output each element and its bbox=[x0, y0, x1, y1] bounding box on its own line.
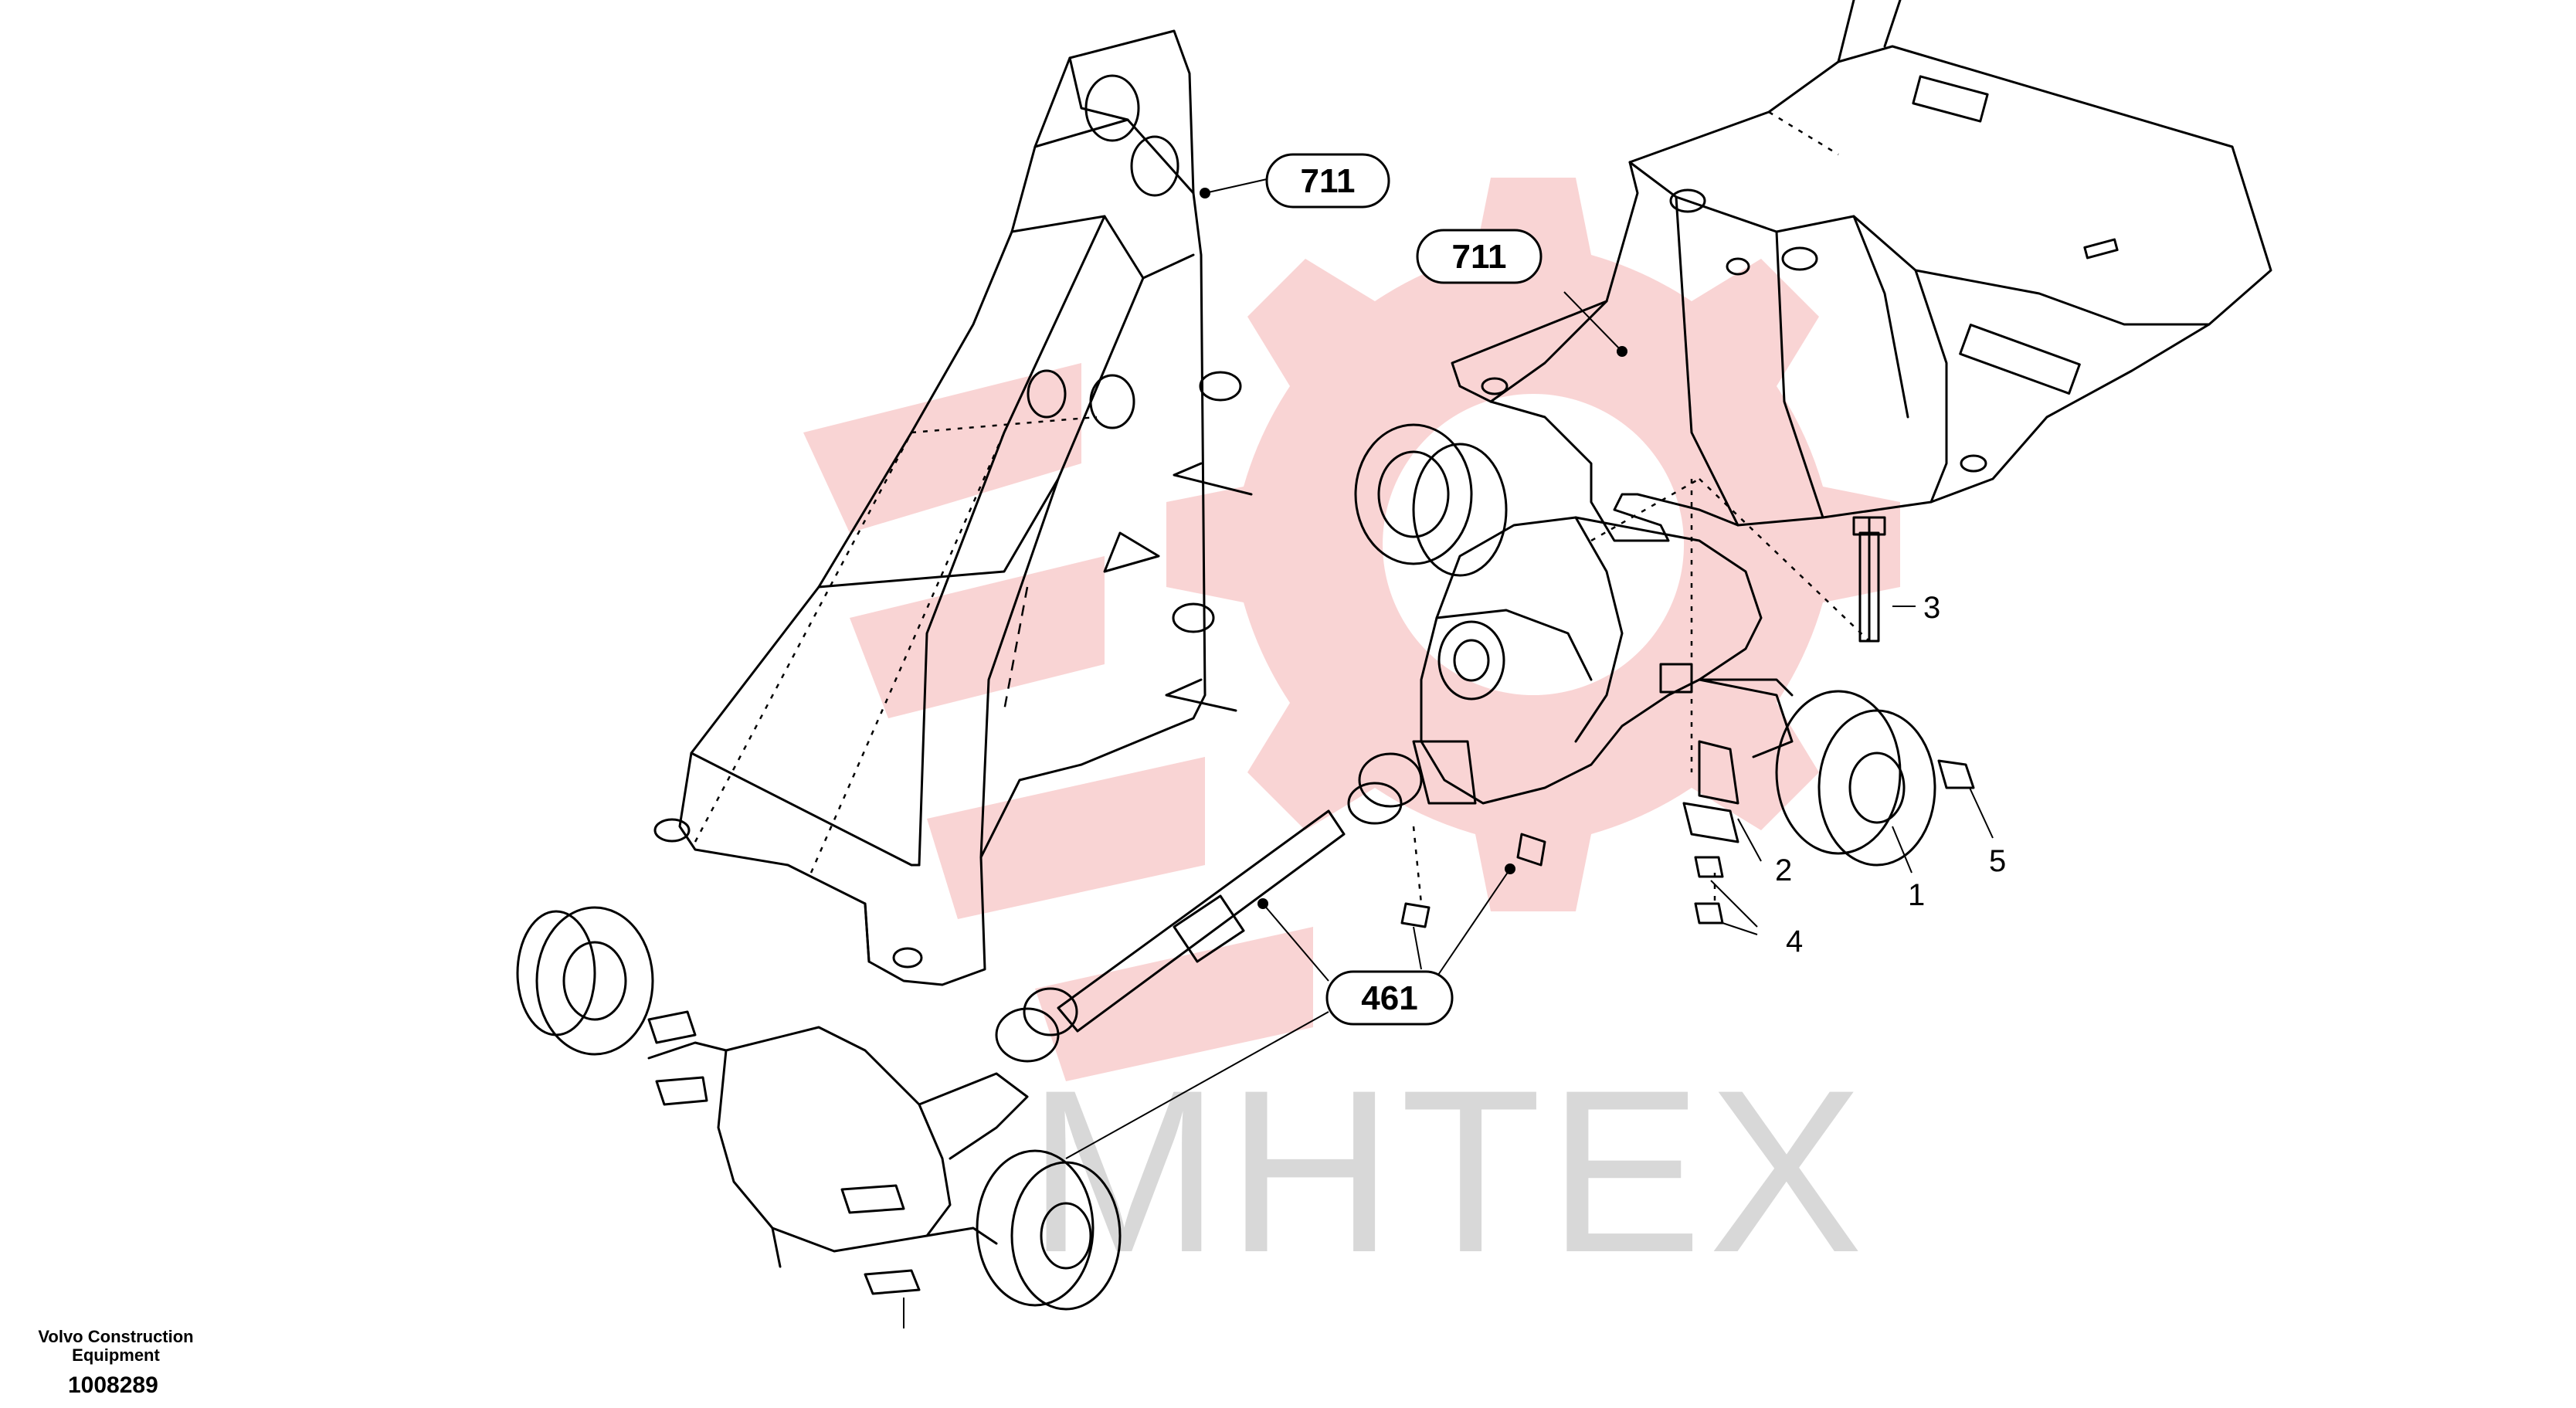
company-name-line2: Equipment bbox=[72, 1345, 160, 1365]
front-frame-drawing bbox=[653, 29, 1253, 986]
callout-711-right[interactable]: 711 bbox=[1416, 229, 1543, 284]
callout-711-right-label: 711 bbox=[1452, 238, 1507, 276]
part-number-5[interactable]: 5 bbox=[1989, 844, 2006, 878]
callout-461-label: 461 bbox=[1361, 979, 1417, 1017]
callout-461[interactable]: 461 bbox=[1325, 970, 1454, 1026]
rear-axle-drawing bbox=[1354, 423, 1975, 925]
part-number-4[interactable]: 4 bbox=[1786, 925, 1803, 958]
part-number-1[interactable]: 1 bbox=[1908, 878, 1925, 912]
callout-711-left-label: 711 bbox=[1301, 162, 1356, 200]
front-axle-drawing bbox=[516, 906, 1122, 1328]
watermark-text: MHTEX bbox=[1027, 1041, 1869, 1301]
leader-lines bbox=[1065, 178, 1994, 1159]
watermark: MHTEX bbox=[803, 178, 1900, 1301]
footer: Volvo Construction Equipment 1008289 bbox=[38, 1327, 193, 1398]
watermark-gear-icon bbox=[803, 178, 1900, 1081]
company-name-line1: Volvo Construction bbox=[38, 1327, 193, 1346]
part-number-3[interactable]: 3 bbox=[1923, 591, 1940, 625]
drive-shaft-drawing bbox=[995, 752, 1546, 1063]
callout-711-left[interactable]: 711 bbox=[1265, 153, 1390, 209]
part-number-2[interactable]: 2 bbox=[1775, 853, 1792, 887]
drawing-number: 1008289 bbox=[68, 1372, 158, 1398]
rear-frame-drawing bbox=[1451, 0, 2272, 542]
